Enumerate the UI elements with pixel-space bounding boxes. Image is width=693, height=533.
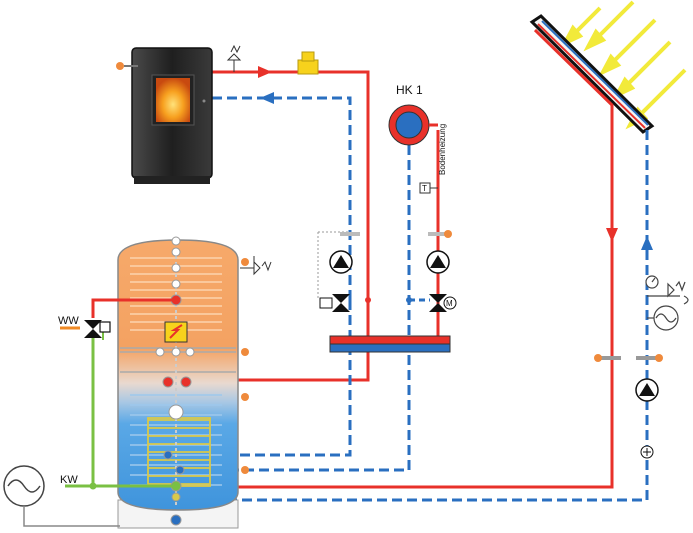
thermostat-icon — [419, 182, 438, 194]
safety-valve-icon — [240, 256, 272, 276]
storage-tank — [117, 236, 239, 529]
motor-label: M — [446, 299, 453, 308]
bodenheizung-label: Bodenheizung — [438, 124, 447, 175]
flow-arrow-down — [606, 228, 618, 242]
pump-icon — [317, 231, 360, 300]
flow-arrow-up — [641, 236, 653, 250]
solar-loop-pipes — [230, 28, 649, 502]
solar-collector-icon — [529, 14, 655, 134]
thermostat-label: T — [422, 184, 427, 193]
hk1-pump-icon — [426, 230, 452, 274]
electric-heater-icon — [164, 321, 188, 343]
stove-flow-arrow-out — [258, 66, 272, 78]
three-way-valve-icon — [84, 320, 111, 338]
solar-safety-group — [645, 275, 689, 331]
hk1-label: HK 1 — [396, 83, 423, 97]
ww-label: WW — [58, 315, 79, 327]
motor-valve-icon — [406, 294, 457, 312]
stove-sensor — [116, 62, 124, 70]
stove-three-way-valve — [319, 294, 371, 312]
kw-label: KW — [60, 474, 78, 486]
expansion-vessel-icon — [3, 465, 120, 527]
solar-station — [594, 354, 663, 402]
thermal-valve — [297, 51, 319, 75]
pellet-stove-icon — [131, 47, 213, 184]
kw-junction — [89, 482, 97, 490]
manifold-bar — [329, 335, 451, 353]
stove-safety-valve — [226, 44, 242, 72]
heating-circuit-icon — [388, 104, 438, 146]
tank-sensors — [241, 258, 249, 474]
flow-meter-icon — [640, 445, 654, 459]
stove-flow-arrow-return — [260, 92, 274, 104]
